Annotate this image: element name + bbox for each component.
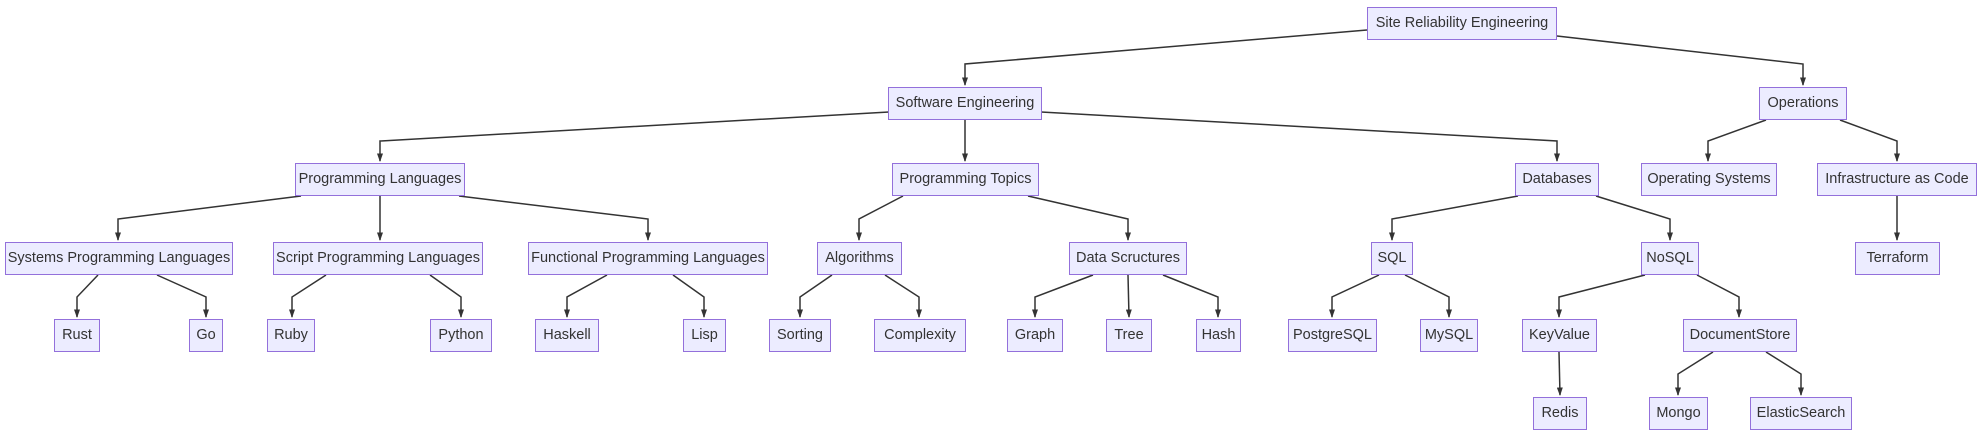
node-sorting: Sorting [769,319,831,352]
edge-operations-to-iac [1839,119,1900,162]
edge-swe-to-prog-langs [377,111,890,162]
node-python: Python [430,319,492,352]
edge-prog-langs-to-sys-pl [115,195,302,241]
edge-algorithms-to-sorting [797,274,833,318]
edge-swe-to-databases [1040,111,1560,162]
edge-func-pl-to-haskell [564,274,608,318]
node-infrastructure-as-code: Infrastructure as Code [1817,163,1977,196]
edge-sql-to-mysql [1404,274,1452,318]
node-systems-programming-languages: Systems Programming Languages [5,242,233,275]
node-haskell: Haskell [535,319,599,352]
node-documentstore: DocumentStore [1683,319,1797,352]
edge-sre-to-swe [962,29,1368,86]
edge-operations-to-op-systems [1705,119,1767,162]
edge-prog-langs-to-func-pl [458,195,651,241]
edge-sys-pl-to-go [156,274,209,318]
node-terraform: Terraform [1855,242,1940,275]
node-functional-programming-languages: Functional Programming Languages [528,242,768,275]
edge-docstore-to-mongo [1675,351,1714,396]
node-nosql: NoSQL [1641,242,1699,275]
node-ruby: Ruby [267,319,315,352]
node-keyvalue: KeyValue [1522,319,1597,352]
node-operating-systems: Operating Systems [1641,163,1777,196]
edge-databases-to-nosql [1595,195,1673,241]
node-script-programming-languages: Script Programming Languages [273,242,483,275]
edge-data-structs-to-tree [1125,274,1132,318]
node-complexity: Complexity [874,319,966,352]
node-programming-languages: Programming Languages [295,163,465,196]
edge-prog-topics-to-algorithms [856,195,904,241]
edge-data-structs-to-hash [1162,274,1221,318]
node-site-reliability-engineering: Site Reliability Engineering [1367,7,1557,40]
edge-databases-to-sql [1389,195,1519,241]
node-mysql: MySQL [1420,319,1478,352]
edge-nosql-to-docstore [1696,274,1742,318]
node-lisp: Lisp [683,319,726,352]
edge-sre-to-operations [1556,35,1806,86]
node-elasticsearch: ElasticSearch [1750,397,1852,430]
node-go: Go [189,319,223,352]
node-rust: Rust [54,319,100,352]
node-mongo: Mongo [1649,397,1708,430]
edge-sql-to-postgresql [1329,274,1380,318]
node-hash: Hash [1196,319,1241,352]
edge-nosql-to-keyvalue [1556,274,1646,318]
node-tree: Tree [1106,319,1152,352]
node-software-engineering: Software Engineering [888,87,1042,120]
edge-func-pl-to-lisp [672,274,707,318]
edge-docstore-to-elasticsearch [1765,351,1804,396]
node-programming-topics: Programming Topics [892,163,1039,196]
edge-sys-pl-to-rust [74,274,99,318]
edge-script-pl-to-python [429,274,464,318]
node-databases: Databases [1515,163,1599,196]
edge-script-pl-to-ruby [289,274,327,318]
edge-keyvalue-to-redis [1556,351,1563,396]
node-algorithms: Algorithms [817,242,902,275]
node-redis: Redis [1533,397,1587,430]
edge-data-structs-to-graph [1032,274,1094,318]
node-operations: Operations [1759,87,1847,120]
node-postgresql: PostgreSQL [1288,319,1377,352]
edge-prog-topics-to-data-structs [1027,195,1131,241]
node-sql: SQL [1371,242,1413,275]
edge-algorithms-to-complexity [884,274,922,318]
node-graph: Graph [1007,319,1063,352]
node-data-structures: Data Scructures [1069,242,1187,275]
